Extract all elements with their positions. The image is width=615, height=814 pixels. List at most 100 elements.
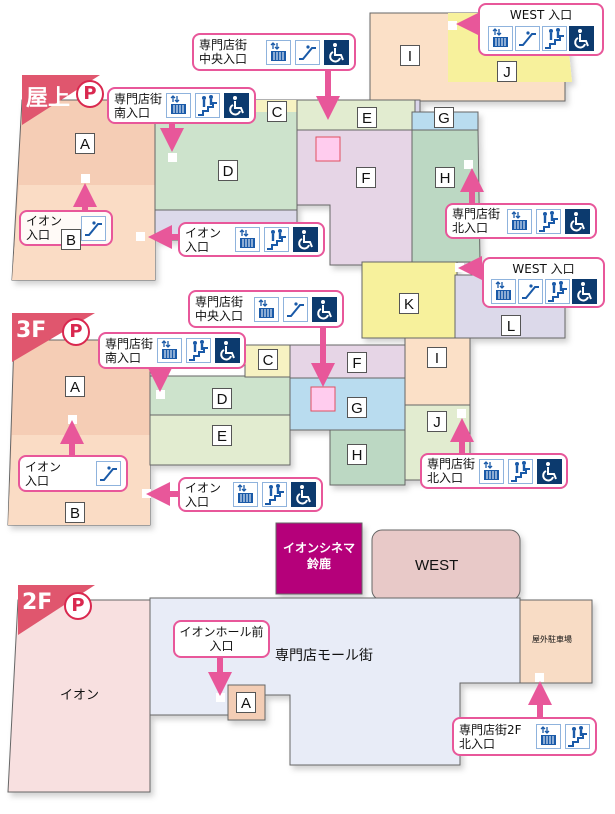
escalator-icon bbox=[295, 40, 320, 65]
aeon-label[interactable]: イオン bbox=[60, 688, 100, 703]
store-h-area bbox=[329, 429, 406, 486]
entrance-line1: WEST 入口 bbox=[509, 8, 573, 22]
stairs-icon bbox=[508, 459, 533, 484]
elevator-icon bbox=[536, 724, 561, 749]
outdoor-parking-area bbox=[519, 599, 593, 684]
store-label-d[interactable]: D bbox=[212, 388, 232, 409]
atrium-icon bbox=[310, 386, 336, 412]
store-label-e[interactable]: E bbox=[212, 425, 232, 446]
floor3-aeon-entrance-right[interactable]: イオン入口 bbox=[178, 477, 323, 512]
store-label-g[interactable]: G bbox=[347, 397, 367, 418]
entrance-line2: 南入口 bbox=[114, 105, 151, 120]
store-e-area bbox=[296, 99, 416, 131]
wheelchair-icon bbox=[312, 297, 337, 322]
entrance-line1: イオンホール前 bbox=[179, 625, 264, 639]
stairs-icon bbox=[186, 338, 211, 363]
stairs-icon bbox=[264, 227, 289, 252]
outdoor-parking-label[interactable]: 屋外駐車場 bbox=[532, 635, 572, 644]
entrance-line1: イオン bbox=[185, 480, 222, 495]
floor3-aeon-entrance-left[interactable]: イオン入口 bbox=[18, 455, 128, 492]
stairs-icon bbox=[565, 724, 590, 749]
elevator-icon bbox=[157, 338, 182, 363]
floor3-center-entrance[interactable]: 専門店街中央入口 bbox=[188, 290, 344, 328]
entrance-line1: 専門店街 bbox=[105, 336, 154, 351]
store-label-f[interactable]: F bbox=[347, 352, 367, 373]
elevator-icon bbox=[266, 40, 291, 65]
floor2-title: 2F bbox=[22, 590, 53, 615]
store-label-f[interactable]: F bbox=[356, 167, 376, 188]
escalator-icon bbox=[518, 279, 543, 304]
store-label-b[interactable]: B bbox=[61, 229, 81, 250]
parking-icon: P bbox=[76, 80, 104, 108]
store-label-c[interactable]: C bbox=[258, 349, 278, 370]
elevator-icon bbox=[166, 93, 191, 118]
wheelchair-icon bbox=[224, 93, 249, 118]
entrance-line2: 入口 bbox=[185, 494, 210, 509]
elevator-icon bbox=[488, 26, 513, 51]
store-label-j[interactable]: J bbox=[497, 61, 517, 82]
atrium-icon bbox=[315, 136, 341, 162]
escalator-icon bbox=[283, 297, 308, 322]
store-label-a[interactable]: A bbox=[65, 376, 85, 397]
entrance-line1: イオン bbox=[185, 225, 222, 240]
store-label-k[interactable]: K bbox=[399, 293, 419, 314]
rooftop-west-entrance[interactable]: WEST 入口 bbox=[478, 3, 604, 56]
cinema-area bbox=[275, 522, 363, 595]
stairs-icon bbox=[195, 93, 220, 118]
floor3-west-entrance[interactable]: WEST 入口 bbox=[482, 257, 605, 308]
west-label[interactable]: WEST bbox=[415, 557, 459, 574]
wheelchair-icon bbox=[537, 459, 562, 484]
entrance-line2: 中央入口 bbox=[195, 309, 244, 323]
wheelchair-icon bbox=[215, 338, 240, 363]
store-label-a[interactable]: A bbox=[75, 133, 95, 154]
store-label-l[interactable]: L bbox=[501, 315, 521, 336]
floor3-title: 3F bbox=[16, 318, 47, 343]
entrance-line1: 専門店街 bbox=[114, 91, 163, 106]
store-label-a[interactable]: A bbox=[236, 692, 256, 713]
store-label-h[interactable]: H bbox=[435, 167, 455, 188]
escalator-icon bbox=[515, 26, 540, 51]
store-label-e[interactable]: E bbox=[357, 107, 377, 128]
floor2-hall-entrance[interactable]: イオンホール前入口 bbox=[173, 620, 270, 658]
entrance-line1: 専門店街 bbox=[452, 207, 501, 221]
elevator-icon bbox=[235, 227, 260, 252]
wheelchair-icon bbox=[324, 40, 349, 65]
entrance-line1: イオン bbox=[25, 459, 62, 474]
store-label-h[interactable]: H bbox=[347, 444, 367, 465]
floor3-south-entrance[interactable]: 専門店街南入口 bbox=[98, 332, 246, 369]
entrance-line1: イオン bbox=[26, 214, 63, 228]
cinema-location: 鈴鹿 bbox=[306, 557, 331, 571]
wheelchair-icon bbox=[293, 227, 318, 252]
entrance-line2: 北入口 bbox=[459, 736, 496, 751]
wheelchair-icon bbox=[291, 482, 316, 507]
floor3-north-entrance[interactable]: 専門店街北入口 bbox=[420, 453, 568, 489]
store-label-d[interactable]: D bbox=[218, 160, 238, 181]
mall-label[interactable]: 専門店モール街 bbox=[275, 648, 373, 664]
store-label-c[interactable]: C bbox=[267, 101, 287, 122]
store-label-i[interactable]: I bbox=[427, 347, 447, 368]
entrance-line1: 専門店街 bbox=[427, 457, 476, 471]
stairs-icon bbox=[536, 209, 561, 234]
entrance-line2: 入口 bbox=[25, 473, 50, 488]
wheelchair-icon bbox=[572, 279, 597, 304]
entrance-line1: 専門店街 bbox=[195, 295, 244, 309]
store-label-g[interactable]: G bbox=[434, 107, 454, 128]
entrance-line2: 北入口 bbox=[427, 471, 464, 485]
rooftop-south-entrance[interactable]: 専門店街南入口 bbox=[107, 87, 256, 124]
entrance-line1: WEST 入口 bbox=[512, 261, 575, 276]
cinema-label[interactable]: イオンシネマ 鈴鹿 bbox=[276, 540, 362, 572]
aeon-area bbox=[7, 599, 151, 793]
rooftop-aeon-entrance-right[interactable]: イオン入口 bbox=[178, 222, 325, 257]
store-label-j[interactable]: J bbox=[427, 411, 447, 432]
entrance-line2: 入口 bbox=[26, 228, 51, 242]
entrance-line2: 中央入口 bbox=[199, 52, 248, 66]
rooftop-north-entrance[interactable]: 専門店街北入口 bbox=[445, 203, 597, 239]
store-label-i[interactable]: I bbox=[400, 45, 420, 66]
stairs-icon bbox=[262, 482, 287, 507]
rooftop-center-entrance[interactable]: 専門店街中央入口 bbox=[192, 33, 356, 71]
entrance-line2: 入口 bbox=[185, 239, 210, 254]
escalator-icon bbox=[96, 461, 121, 486]
entrance-line2: 南入口 bbox=[105, 350, 142, 365]
store-label-b[interactable]: B bbox=[65, 502, 85, 523]
